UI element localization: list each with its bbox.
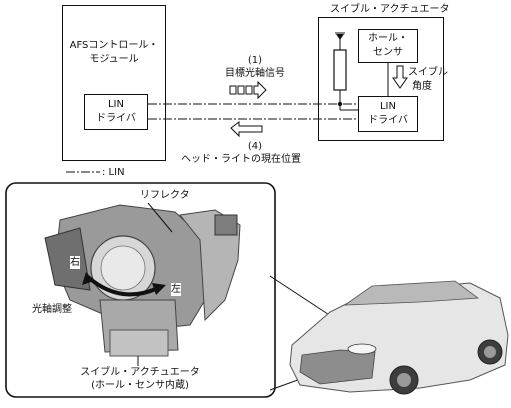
reflector-pointer — [147, 202, 173, 233]
swivel-angle-label-line1: スイブル — [408, 67, 448, 78]
direction-left-label: 左 — [171, 283, 181, 296]
reflector-label: リフレクタ — [140, 190, 190, 201]
legend-lin-label: : LIN — [102, 167, 125, 178]
hall-sensor-box — [358, 29, 418, 63]
afs-lin-driver-label-line1: LIN — [107, 99, 124, 110]
actuator-wire-junction — [337, 101, 343, 107]
actuator-lin-driver-box — [358, 96, 418, 132]
power-terminal-icon — [336, 34, 344, 40]
signal-4-number: (4) — [247, 141, 263, 152]
afs-lin-driver-box — [84, 94, 148, 130]
actuator-photo-label-line1: スイブル・アクチュエータ — [80, 367, 200, 378]
reflector-assembly-image — [44, 204, 241, 357]
afs-module-label-line2: モジュール — [89, 54, 139, 65]
actuator-photo-label-line2: (ホール・センサ内蔵) — [91, 380, 189, 391]
axis-adjust-label: 光軸調整 — [32, 304, 72, 315]
hall-sensor-label-line1: ホール・ — [368, 33, 408, 44]
signal-1-number: (1) — [247, 55, 263, 66]
afs-control-module-box — [62, 5, 166, 161]
signal-1-label: 目標光軸信号 — [225, 68, 285, 79]
swivel-angle-arrow-icon — [392, 65, 408, 89]
signal-4-label: ヘッド・ライトの現在位置 — [181, 154, 301, 165]
actuator-lin-driver-label-line1: LIN — [379, 101, 396, 112]
swivel-angle-label-line2: 角度 — [412, 81, 432, 92]
direction-right-label: 右 — [70, 256, 80, 269]
actuator-lin-driver-label-line2: ドライバ — [368, 115, 408, 126]
rotation-arrow-icon — [86, 275, 159, 297]
car-image — [289, 280, 509, 395]
hall-sensor-label-line2: センサ — [373, 47, 403, 58]
afs-module-label-line1: AFSコントロール・ — [69, 40, 159, 51]
actuator-resistor — [333, 49, 347, 91]
signal-1-arrow-icon — [229, 80, 267, 100]
signal-4-arrow-icon — [230, 121, 263, 138]
afs-lin-driver-label-line2: ドライバ — [96, 113, 136, 124]
actuator-block-title: スイブル・アクチュエータ — [330, 4, 450, 15]
